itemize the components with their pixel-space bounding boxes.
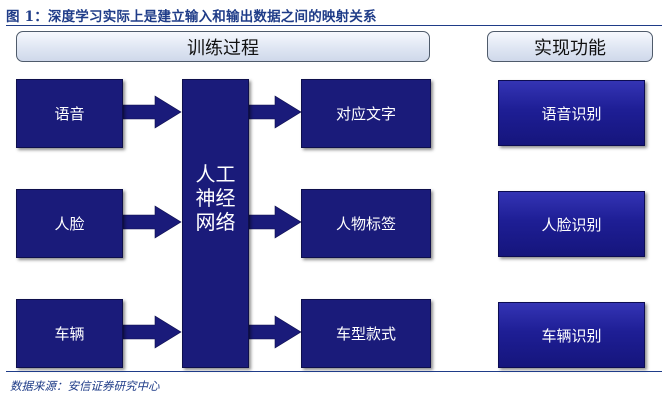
function-face-recognition-box: 人脸识别 [498,191,645,257]
source-note: 数据来源：安信证券研究中心 [10,379,160,393]
neural-network-line-3: 网络 [195,209,236,234]
arrow-network-to-text [248,95,302,129]
figure-title: 图 1：深度学习实际上是建立输入和输出数据之间的映射关系 [6,9,377,25]
input-voice-box: 语音 [16,79,123,148]
title-divider [6,25,662,26]
arrow-face-to-network [122,205,182,239]
neural-network-line-2: 神经 [195,185,236,210]
function-speech-recognition-box: 语音识别 [498,80,645,146]
function-vehicle-recognition-box: 车辆识别 [498,302,645,368]
arrow-vehicle-to-network [122,315,182,349]
footer-divider [6,371,662,372]
input-vehicle-box: 车辆 [16,299,123,368]
function-header: 实现功能 [487,31,653,62]
arrow-voice-to-network [122,95,182,129]
neural-network-box: 人工 神经 网络 [182,79,249,368]
arrow-network-to-model [248,315,302,349]
training-process-header: 训练过程 [16,31,430,62]
output-text-box: 对应文字 [301,79,431,148]
input-face-box: 人脸 [16,189,123,258]
output-person-label-box: 人物标签 [301,189,431,258]
arrow-network-to-person [248,205,302,239]
neural-network-line-1: 人工 [195,161,236,186]
output-vehicle-model-box: 车型款式 [301,299,431,368]
